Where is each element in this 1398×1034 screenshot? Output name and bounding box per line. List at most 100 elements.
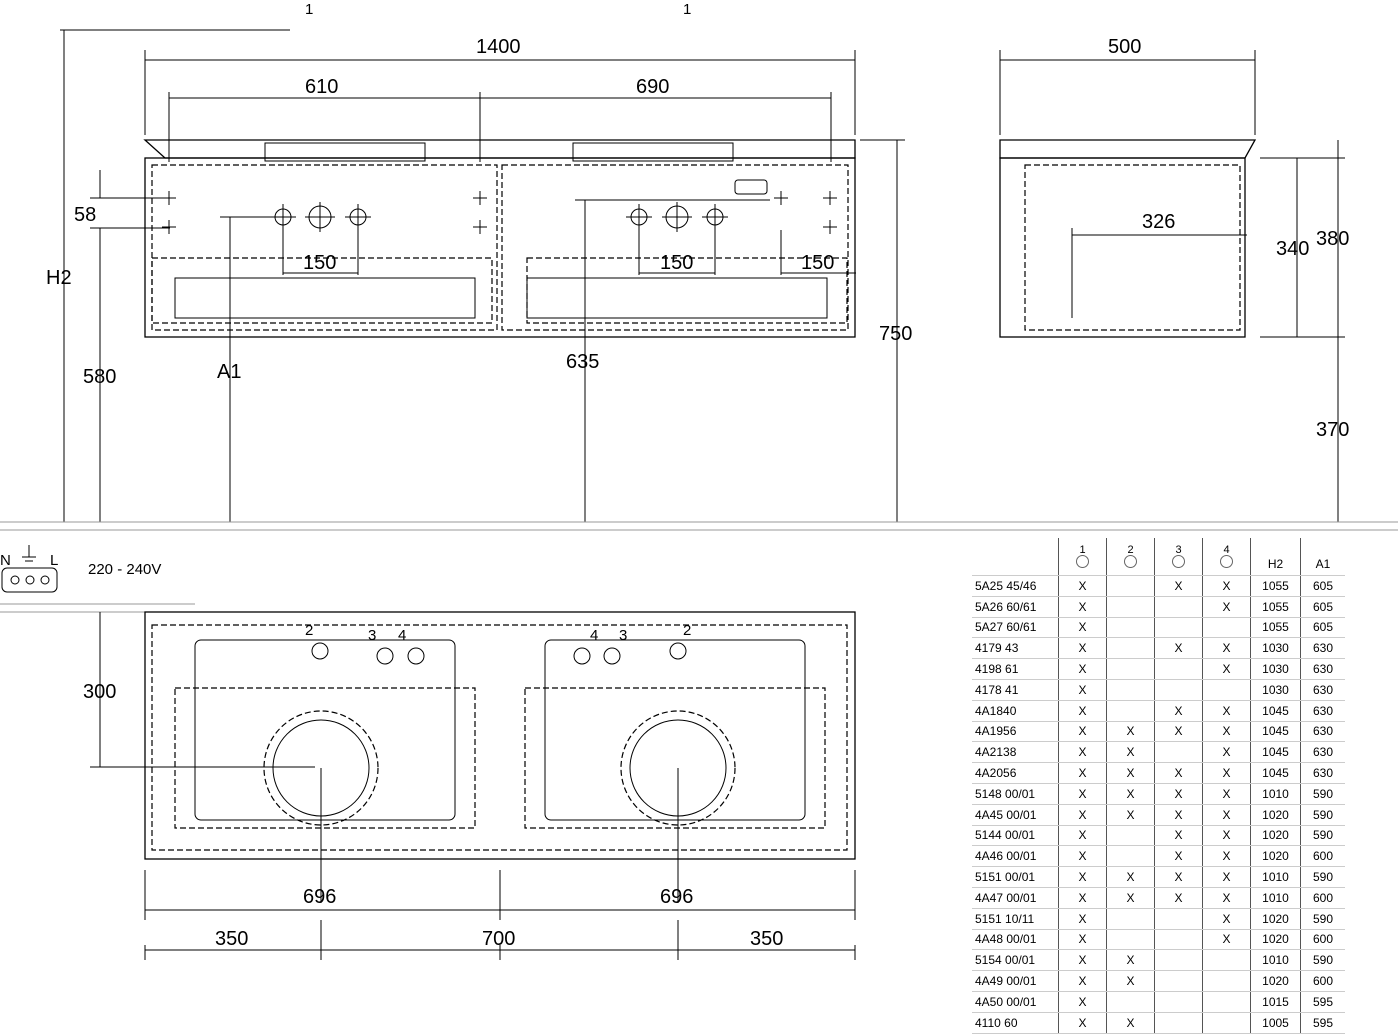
product-code: 5A26 60/61 <box>972 596 1059 618</box>
live-label: L <box>50 552 58 569</box>
connection-number: 4 <box>1223 544 1230 556</box>
table-cell: X <box>1202 658 1251 680</box>
table-cell: X <box>1202 783 1251 805</box>
table-cell: 630 <box>1300 721 1345 743</box>
column-header <box>972 538 1059 576</box>
product-code: 5154 00/01 <box>972 949 1059 972</box>
cabinet-front <box>144 157 856 338</box>
dim-a1: A1 <box>217 361 241 383</box>
table-cell: X <box>1106 949 1155 972</box>
product-code: 4198 61 <box>972 658 1059 680</box>
table-cell: X <box>1154 700 1203 722</box>
callout-4: 4 <box>590 627 598 644</box>
table-cell: X <box>1058 908 1107 930</box>
voltage-label: 220 - 240V <box>88 561 161 578</box>
table-cell: 630 <box>1300 637 1345 660</box>
dim-depth: 500 <box>1108 36 1141 58</box>
table-cell: 1045 <box>1250 762 1301 784</box>
table-cell <box>1154 617 1203 639</box>
callout-2: 2 <box>305 622 313 639</box>
connection-target-icon <box>1172 555 1185 568</box>
table-cell <box>1202 1012 1251 1034</box>
table-cell: 1055 <box>1250 575 1301 597</box>
table-cell: X <box>1058 637 1107 660</box>
table-cell: X <box>1058 762 1107 784</box>
product-code: 4179 43 <box>972 637 1059 660</box>
dim-basin-left: 696 <box>303 886 336 908</box>
table-cell: 1055 <box>1250 617 1301 639</box>
table-cell <box>1154 1012 1203 1034</box>
table-cell: 595 <box>1300 991 1345 1013</box>
neutral-label: N <box>0 552 11 569</box>
table-cell: 1010 <box>1250 887 1301 909</box>
table-cell: X <box>1202 866 1251 888</box>
product-code: 4178 41 <box>972 679 1059 701</box>
table-cell: 1055 <box>1250 596 1301 618</box>
table-cell: X <box>1106 804 1155 826</box>
electrical-symbol: N L 220 - 240V <box>0 545 161 593</box>
connection-label: 1 <box>305 1 313 18</box>
table-cell: X <box>1058 700 1107 722</box>
table-cell <box>1106 637 1155 660</box>
table-cell <box>1202 949 1251 972</box>
table-cell: X <box>1058 949 1107 972</box>
dim-inner-height: 340 <box>1276 238 1309 260</box>
dim-tap-spacing: 150 <box>801 252 834 274</box>
table-cell <box>1154 908 1203 930</box>
table-cell: 630 <box>1300 700 1345 722</box>
table-cell: X <box>1202 929 1251 951</box>
table-cell: X <box>1202 637 1251 660</box>
dim-basin-right: 696 <box>660 886 693 908</box>
column-header: 1 <box>1058 538 1107 576</box>
table-cell: X <box>1058 596 1107 618</box>
table-cell: X <box>1058 1012 1107 1034</box>
table-cell <box>1154 949 1203 972</box>
table-cell: 1020 <box>1250 845 1301 868</box>
dim-center-distance: 700 <box>482 928 515 950</box>
dim-inner-depth: 326 <box>1142 211 1175 233</box>
table-cell: X <box>1154 804 1203 826</box>
product-code: 5A27 60/61 <box>972 617 1059 639</box>
table-cell <box>1202 679 1251 701</box>
table-cell: X <box>1154 887 1203 909</box>
product-code: 4A47 00/01 <box>972 887 1059 909</box>
table-cell: 600 <box>1300 845 1345 868</box>
table-cell: 605 <box>1300 617 1345 639</box>
table-cell: 1015 <box>1250 991 1301 1013</box>
table-cell: X <box>1202 596 1251 618</box>
table-cell: X <box>1058 825 1107 847</box>
table-cell: X <box>1106 866 1155 888</box>
table-cell: 1045 <box>1250 700 1301 722</box>
dim-h2: H2 <box>46 267 72 289</box>
table-cell: X <box>1058 575 1107 597</box>
product-code: 4A49 00/01 <box>972 970 1059 992</box>
dim-vertical-spacing: 58 <box>74 204 96 226</box>
table-cell: X <box>1058 804 1107 826</box>
dim-300: 300 <box>83 681 116 703</box>
connection-target-icon <box>1124 555 1137 568</box>
table-cell <box>1106 908 1155 930</box>
product-code: 4A2056 <box>972 762 1059 784</box>
table-cell: 600 <box>1300 887 1345 909</box>
table-cell: X <box>1058 783 1107 805</box>
dim-635: 635 <box>566 351 599 373</box>
table-cell <box>1106 596 1155 618</box>
column-header: H2 <box>1250 538 1301 576</box>
table-cell: X <box>1106 783 1155 805</box>
table-cell: X <box>1058 679 1107 701</box>
connection-label: 1 <box>683 1 691 18</box>
dim-cabinet-height: 380 <box>1316 228 1349 250</box>
product-code: 5144 00/01 <box>972 825 1059 847</box>
table-cell <box>1202 991 1251 1013</box>
dim-tap-spacing: 150 <box>660 252 693 274</box>
